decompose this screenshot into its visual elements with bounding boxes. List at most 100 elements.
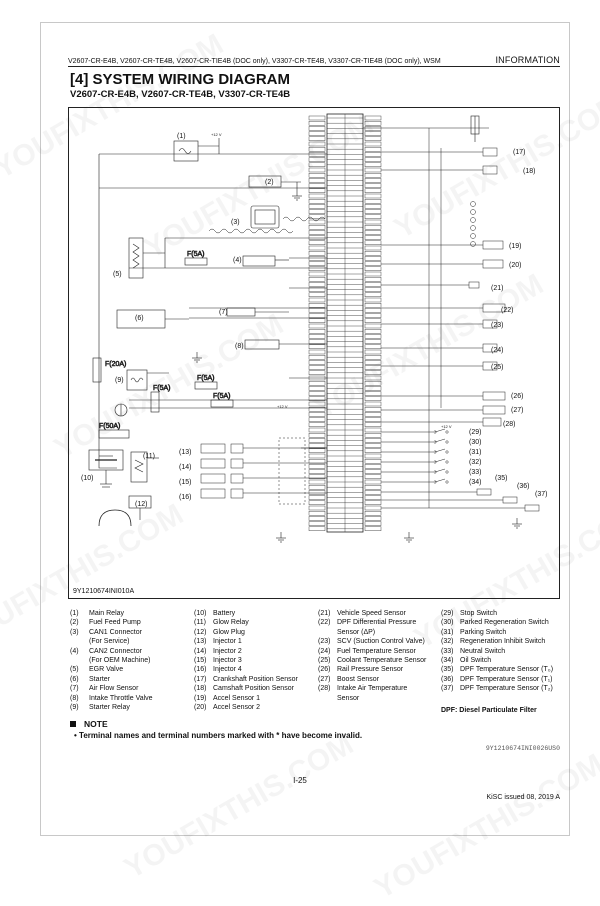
ecu-terminal	[308, 469, 326, 474]
ecu-terminal	[364, 276, 382, 282]
callout-label: (13)	[179, 449, 191, 456]
callout-label: (21)	[491, 285, 503, 292]
ecu-terminal	[308, 230, 326, 235]
legend-item: (10) Battery	[194, 609, 298, 618]
legend-number: (8)	[70, 694, 79, 702]
legend-text: Boost Sensor	[337, 675, 380, 683]
legend-number: (22)	[318, 619, 331, 627]
injector-harness	[278, 437, 306, 505]
legend-number: (35)	[441, 666, 454, 674]
legend-text: Glow Plug	[213, 628, 245, 636]
ecu-terminal	[364, 354, 382, 360]
ecu-terminal	[308, 339, 326, 344]
injector-symbol	[200, 473, 226, 484]
switch-blade	[434, 458, 446, 463]
legend-number: (10)	[194, 610, 207, 617]
ecu-terminal	[308, 297, 326, 303]
ecu-terminal	[308, 370, 326, 375]
legend-text: Fuel Feed Pump	[89, 619, 141, 627]
legend-text: DPF Temperature Sensor (T₁)	[460, 675, 553, 683]
running-header: V2607-CR-E4B, V2607-CR-TE4B, V2607-CR-TI…	[68, 55, 560, 65]
legend-text: Starter	[89, 675, 111, 683]
legend-number: (18)	[194, 685, 207, 693]
ecu-terminal	[364, 162, 382, 167]
ecu-terminal	[308, 526, 326, 531]
legend-text: Accel Sensor 1	[213, 694, 261, 702]
ecu-terminal	[364, 282, 382, 287]
legend-text: Rail Pressure Sensor	[337, 666, 404, 674]
legend-text: Camshaft Position Sensor	[213, 685, 294, 693]
legend-item: (35) DPF Temperature Sensor (T₀)	[441, 665, 553, 674]
legend-item: (7) Air Flow Sensor	[70, 684, 153, 693]
legend-item: (15)Injector 3	[194, 656, 298, 665]
legend-item: (14)Injector 2	[194, 647, 298, 656]
legend-text: SCV (Suction Control Valve)	[337, 638, 425, 646]
ecu-terminal	[308, 323, 326, 329]
page-title: [4] SYSTEM WIRING DIAGRAM	[70, 71, 290, 88]
switch-contact	[445, 430, 449, 434]
legend-text: CAN1 Connector	[89, 628, 142, 636]
switch-contact	[445, 470, 449, 474]
ecu-terminal	[364, 474, 382, 479]
legend-text: DPF Temperature Sensor (T₀)	[460, 666, 554, 674]
switch-contact	[445, 480, 449, 484]
legend-text: Injector 1	[213, 638, 242, 646]
ecu-terminal	[364, 297, 382, 303]
injector-connector	[230, 488, 244, 499]
ecu-terminal	[364, 344, 382, 350]
legend-text: Air Flow Sensor	[89, 685, 139, 693]
ecu-terminal	[364, 339, 382, 344]
legend-item: (30)Parked Regeneration Switch	[441, 618, 553, 627]
legend-number: (4)	[70, 647, 79, 655]
ecu-terminal	[364, 318, 382, 324]
ecu-terminal	[364, 256, 382, 261]
legend-text: Main Relay	[89, 610, 125, 617]
legend-number: (3)	[70, 628, 79, 636]
ecu-terminal	[364, 209, 382, 214]
callout-label: (6)	[135, 315, 144, 322]
ecu-terminal	[364, 287, 382, 292]
ecu-terminal	[308, 120, 326, 126]
ecu-terminal	[364, 240, 382, 246]
legend-text: Oil Switch	[460, 657, 492, 665]
ecu-terminal	[308, 328, 326, 334]
injector-symbol	[200, 443, 226, 454]
legend-item: (9)Starter Relay	[70, 703, 153, 712]
ecu-terminal	[364, 469, 382, 474]
callout-label: (27)	[511, 407, 523, 414]
callout-label: (36)	[517, 483, 529, 490]
callout-label: (30)	[469, 439, 481, 446]
switch-contact	[433, 480, 437, 484]
legend-text: Intake Throttle Valve	[89, 694, 153, 702]
ecu-terminal	[364, 422, 382, 427]
ecu-terminal	[364, 302, 382, 308]
legend-text: EGR Valve	[89, 666, 124, 674]
ecu-terminal	[308, 245, 326, 251]
legend-text: Stop Switch	[460, 610, 497, 617]
callout-label: (25)	[491, 364, 503, 371]
legend-text: Parked Regeneration Switch	[460, 619, 549, 627]
ecu-terminal	[308, 261, 326, 266]
ecu-terminal	[308, 318, 326, 324]
legend-number: (7)	[70, 685, 79, 693]
legend-text: Battery	[213, 610, 236, 617]
ecu-terminal	[308, 287, 326, 292]
ecu-terminal	[308, 131, 326, 136]
dpf-abbreviation: DPF: Diesel Particulate Filter	[441, 707, 537, 714]
legend-item: (20)Accel Sensor 2	[194, 703, 298, 712]
ecu-terminal	[364, 479, 382, 485]
legend-item: (33)Neutral Switch	[441, 647, 553, 656]
ecu-terminal	[308, 313, 326, 318]
legend-item: (28)Intake Air Temperature	[318, 684, 426, 693]
ecu-terminal	[364, 401, 382, 407]
legend-text: Injector 4	[213, 666, 242, 674]
injector-symbol	[200, 488, 226, 499]
callout-label: (8)	[235, 343, 244, 350]
ecu-terminal	[308, 292, 326, 298]
callout-label: (35)	[495, 475, 507, 482]
callout-label: (10)	[81, 475, 93, 482]
ecu-terminal	[364, 193, 382, 199]
ecu-terminal	[364, 375, 382, 381]
injector-connector	[230, 473, 244, 484]
ecu-terminal	[364, 183, 382, 188]
